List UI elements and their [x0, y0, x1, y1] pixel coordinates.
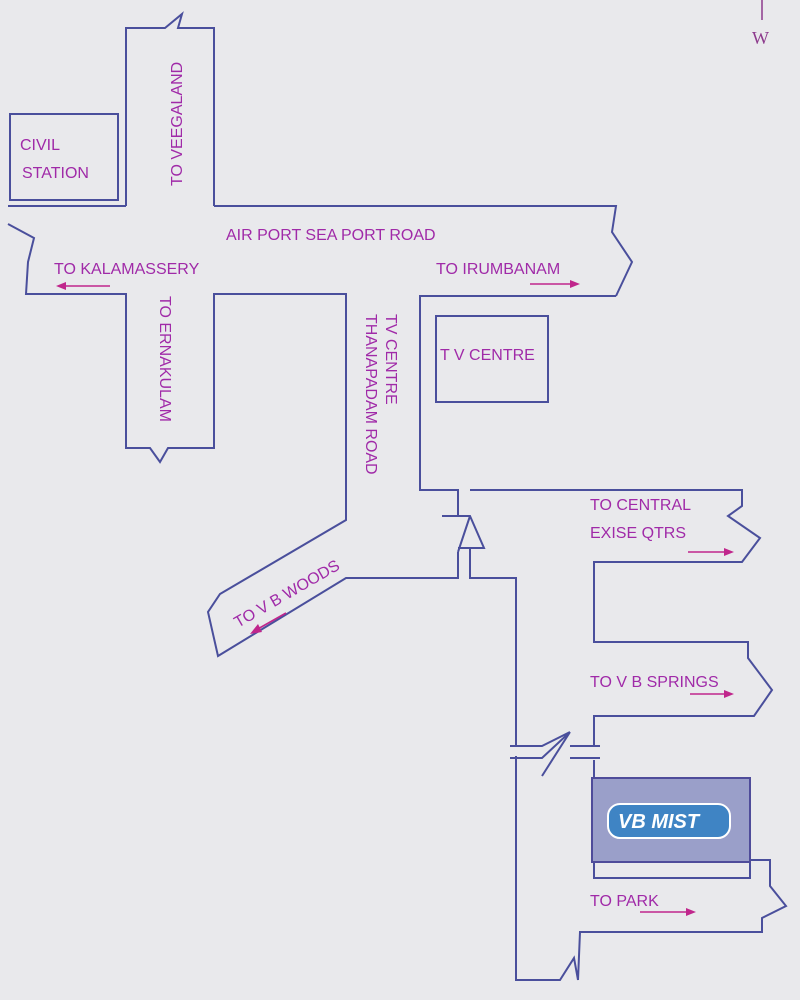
- to-central-label-line2: EXISE QTRS: [590, 525, 686, 542]
- tv-centre-building: [435, 315, 549, 403]
- irumbanam-arrow-head: [570, 280, 580, 288]
- vb-woods-arrow-head: [250, 624, 262, 634]
- airport-road-label: AIR PORT SEA PORT ROAD: [226, 227, 436, 244]
- to-veegaland-label: TO VEEGALAND: [169, 62, 186, 186]
- to-kalamassery-label: TO KALAMASSERY: [54, 261, 200, 278]
- road-break-junction: [442, 515, 486, 553]
- to-central-label-line1: TO CENTRAL: [590, 497, 691, 514]
- tv-centre-building-label: T V CENTRE: [440, 347, 535, 364]
- road-airport-top-edge: [8, 205, 634, 297]
- vb-woods-arrow: [255, 612, 287, 631]
- tv-centre-road-label-line1: TV CENTRE: [382, 314, 399, 405]
- road-veegaland-north: [125, 11, 215, 206]
- central-arrow-head: [724, 548, 734, 556]
- road-break-lower: [510, 731, 600, 777]
- compass-label: W: [752, 28, 769, 48]
- road-airport-bottom-edge-west: [7, 223, 459, 658]
- road-central-exise-branch: [470, 489, 774, 746]
- tv-centre-road-label-line2: THANAPADAM ROAD: [362, 314, 379, 475]
- to-irumbanam-label: TO IRUMBANAM: [436, 261, 560, 278]
- vb-springs-arrow-head: [724, 690, 734, 698]
- vb-mist-marker-pill: [607, 803, 731, 839]
- civil-station-label-line2: STATION: [22, 165, 89, 182]
- vb-mist-marker-label: VB MIST: [618, 811, 701, 833]
- road-lower-west-edge: [515, 756, 788, 981]
- to-vb-woods-label: TO V B WOODS: [232, 557, 343, 631]
- civil-station-label-line1: CIVIL: [20, 137, 60, 154]
- to-vb-springs-label: TO V B SPRINGS: [590, 674, 719, 691]
- to-ernakulam-label: TO ERNAKULAM: [156, 296, 173, 422]
- park-arrow-head: [686, 908, 696, 916]
- road-airport-bottom-edge-east: [419, 295, 616, 516]
- civil-station-building: [9, 113, 119, 201]
- kalamassery-arrow-head: [56, 282, 66, 290]
- to-park-label: TO PARK: [590, 893, 659, 910]
- road-central-exise-bottom: [469, 548, 517, 746]
